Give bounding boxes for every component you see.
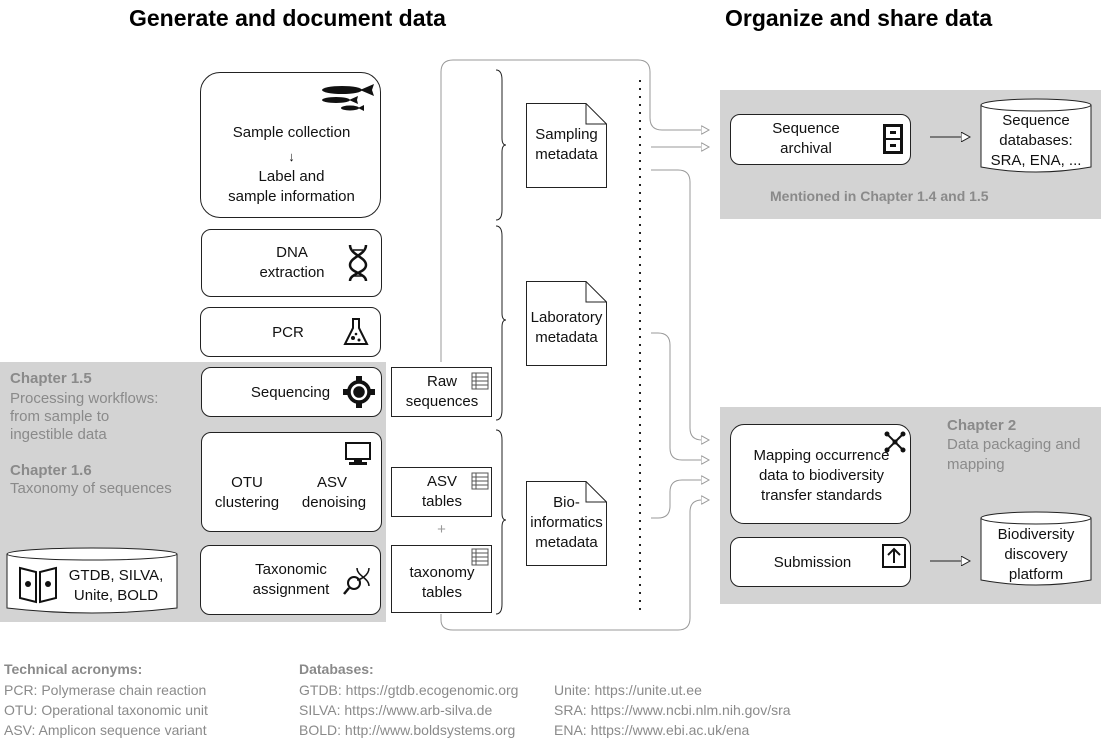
laboratory-line2: metadata xyxy=(535,329,598,346)
db-bold: BOLD: http://www.boldsystems.org xyxy=(299,722,516,738)
bioinformatics-metadata-doc: Bio- informatics metadata xyxy=(526,481,607,566)
taxonomic-assignment-box: Taxonomic assignment xyxy=(200,545,381,615)
acronym-otu: OTU: Operational taxonomic unit xyxy=(4,702,208,718)
right-title: Organize and share data xyxy=(725,5,993,31)
sequencing-label: Sequencing xyxy=(250,383,331,401)
taxonomic-label: Taxonomic xyxy=(255,561,327,578)
denoising-label: denoising xyxy=(301,494,367,511)
db-ena: ENA: https://www.ebi.ac.uk/ena xyxy=(554,722,750,738)
otu-asv-box: OTU clustering ASV denoising xyxy=(201,432,382,532)
chapter-2-line1: Data packaging and xyxy=(947,436,1081,453)
db-gtdb: GTDB: https://gtdb.ecogenomic.org xyxy=(299,682,519,698)
chapter-1-5-heading: Chapter 1.5 xyxy=(10,370,92,387)
archival-line1: Sequence xyxy=(772,120,840,137)
platform-line1: Biodiversity xyxy=(997,526,1075,543)
down-arrow-icon: ↓ xyxy=(288,149,295,164)
biodiversity-platform-cylinder: Biodiversity discovery platform xyxy=(980,510,1092,589)
sampling-line1: Sampling xyxy=(535,126,598,143)
label-line: Label and xyxy=(258,168,325,185)
dna-extraction-box: DNA extraction xyxy=(201,229,382,297)
taxonomy-tables-box: taxonomy tables xyxy=(391,545,492,613)
chapter-2-heading: Chapter 2 xyxy=(947,417,1017,434)
mapping-occurrence-box: Mapping occurrence data to biodiversity … xyxy=(730,424,911,524)
seqdb-line2: databases: xyxy=(999,132,1073,149)
sample-collection-box: Sample collection ↓ Label and sample inf… xyxy=(200,72,381,218)
submission-box: Submission xyxy=(730,537,911,587)
db-sra: SRA: https://www.ncbi.nlm.nih.gov/sra xyxy=(554,702,791,718)
flask-icon xyxy=(343,318,369,345)
book-icon xyxy=(19,566,57,604)
refdb-line2: Unite, BOLD xyxy=(73,587,159,604)
asv-tables-line1: ASV xyxy=(426,473,457,490)
chapter-1-5-line1: Processing workflows: xyxy=(10,390,159,407)
sample-info-line: sample information xyxy=(228,188,355,205)
mapping-line2: data to biodiversity xyxy=(758,467,885,484)
laboratory-line1: Laboratory xyxy=(530,309,603,326)
dna-label: DNA xyxy=(276,244,308,261)
seqdb-line3: SRA, ENA, ... xyxy=(990,152,1082,169)
platform-line2: discovery xyxy=(1004,546,1068,563)
sampling-metadata-doc: Sampling metadata xyxy=(526,103,607,188)
raw-sequences-box: Raw sequences xyxy=(391,367,492,417)
raw-label: Raw xyxy=(426,373,457,390)
bio-line2: informatics xyxy=(530,514,603,531)
archival-line2: archival xyxy=(780,140,832,157)
otu-label: OTU xyxy=(231,474,263,491)
refdb-line1: GTDB, SILVA, xyxy=(68,567,164,584)
db-silva: SILVA: https://www.arb-silva.de xyxy=(299,702,493,718)
acronym-asv: ASV: Amplicon sequence variant xyxy=(4,722,207,738)
db-unite: Unite: https://unite.ut.ee xyxy=(554,682,702,698)
magnifier-icon xyxy=(343,567,370,595)
fish-icon xyxy=(322,84,374,111)
sequence-databases-cylinder: Sequence databases: SRA, ENA, ... xyxy=(980,97,1092,176)
taxonomy-line2: tables xyxy=(421,584,463,601)
databases-heading: Databases: xyxy=(299,661,374,677)
bio-line1: Bio- xyxy=(553,494,580,511)
seqdb-line1: Sequence xyxy=(1002,112,1070,129)
mentioned-chapter-note: Mentioned in Chapter 1.4 and 1.5 xyxy=(770,188,989,204)
sample-collection-label: Sample collection xyxy=(232,124,351,141)
chapter-1-5-line2: from sample to xyxy=(10,408,110,425)
laboratory-metadata-doc: Laboratory metadata xyxy=(526,281,607,366)
asv-tables-line2: tables xyxy=(421,493,463,510)
table-icon xyxy=(471,472,489,490)
table-icon xyxy=(471,372,489,390)
pcr-label: PCR xyxy=(272,323,304,341)
sampling-line2: metadata xyxy=(535,146,598,163)
network-icon xyxy=(884,431,906,453)
pcr-box: PCR xyxy=(200,307,381,357)
clustering-label: clustering xyxy=(214,494,280,511)
platform-line3: platform xyxy=(1008,566,1064,583)
left-title: Generate and document data xyxy=(129,5,446,31)
cabinet-icon xyxy=(883,124,903,154)
taxonomy-line1: taxonomy xyxy=(409,564,475,581)
sequences-label: sequences xyxy=(405,393,479,410)
sequence-archival-box: Sequence archival xyxy=(730,114,911,165)
plus-sign: + xyxy=(437,521,446,538)
chapter-2-line2: mapping xyxy=(947,456,1005,473)
computer-icon xyxy=(345,442,371,465)
dna-helix-icon xyxy=(348,244,368,282)
acronyms-heading: Technical acronyms: xyxy=(4,661,143,677)
table-icon xyxy=(471,548,489,566)
acronym-pcr: PCR: Polymerase chain reaction xyxy=(4,682,207,698)
assignment-label: assignment xyxy=(252,581,330,598)
asv-label: ASV xyxy=(316,474,347,491)
submission-label: Submission xyxy=(773,553,852,571)
extraction-label: extraction xyxy=(259,264,325,281)
asv-tables-box: ASV tables xyxy=(391,467,492,517)
gear-icon xyxy=(343,376,375,408)
mapping-line1: Mapping occurrence xyxy=(753,447,890,464)
chapter-1-6-heading: Chapter 1.6 xyxy=(10,462,92,479)
chapter-1-6-line1: Taxonomy of sequences xyxy=(10,480,172,497)
bio-line3: metadata xyxy=(535,534,598,551)
mapping-line3: transfer standards xyxy=(761,487,882,504)
sequencing-box: Sequencing xyxy=(201,367,382,417)
reference-db-cylinder: GTDB, SILVA, Unite, BOLD xyxy=(6,546,178,616)
upload-icon xyxy=(882,544,906,568)
chapter-1-5-line3: ingestible data xyxy=(10,426,107,443)
